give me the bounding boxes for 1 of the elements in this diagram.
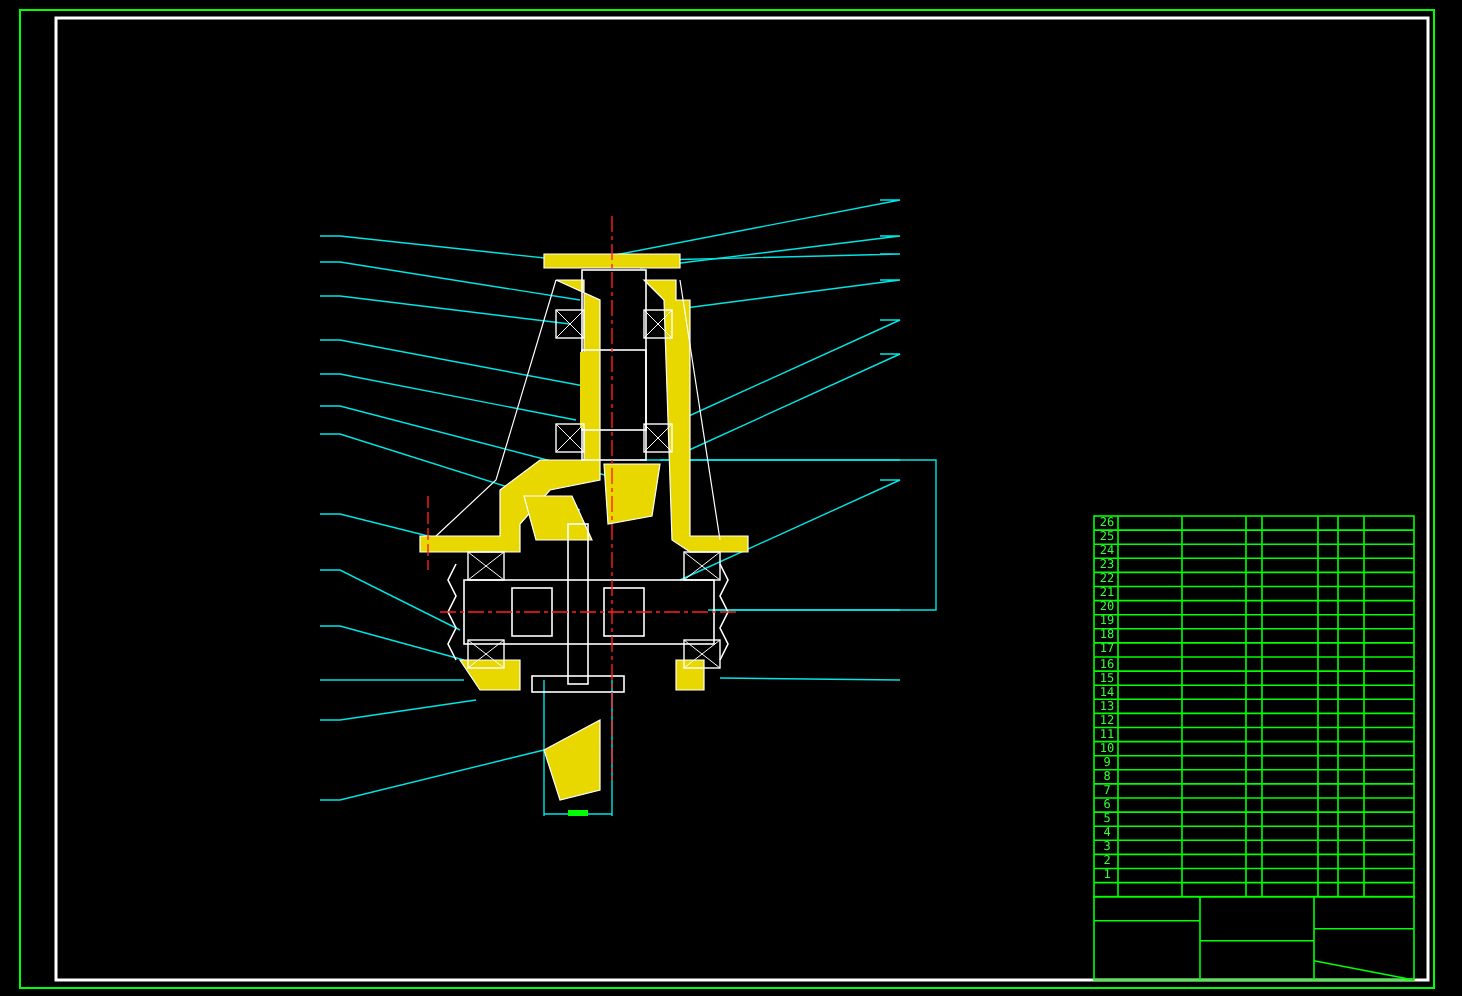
gearbox-section-drawing: [319, 199, 937, 817]
